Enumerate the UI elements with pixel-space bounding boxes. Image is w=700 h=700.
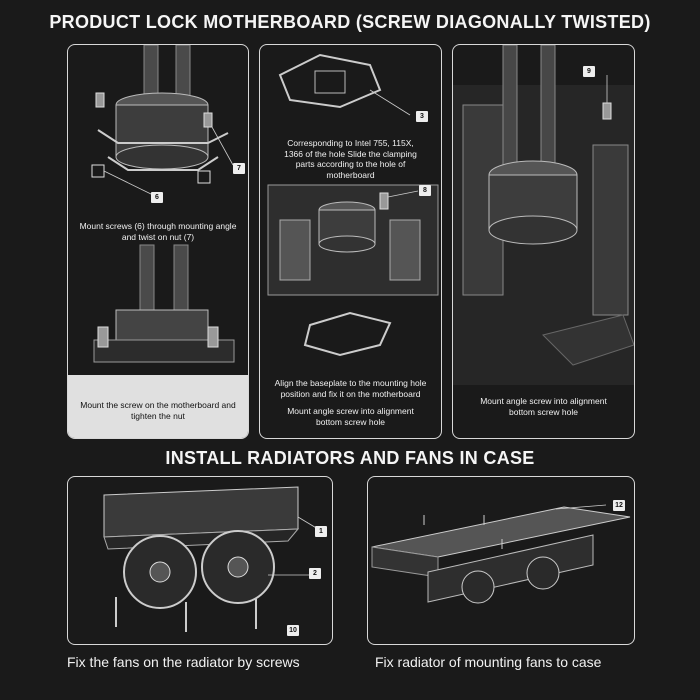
radiator-fans-illustration [103,486,319,632]
caption-tighten-nut: Mount the screw on the motherboard and t… [80,400,236,421]
callout-12: 12 [613,500,625,511]
callout-2: 2 [309,568,321,579]
callout-1: 1 [315,526,327,537]
baseplate-illustration [267,53,439,357]
installed-pump-illustration [453,45,634,385]
radiator-case-illustration [371,504,631,604]
caption-angle-screw: Mount angle screw into alignment bottom … [287,406,414,427]
caption-alignment-screw: Mount angle screw into alignment bottom … [480,396,607,417]
callout-9: 9 [583,66,595,77]
panel-fix-fans: 1 2 10 [67,476,333,645]
section-title-install-radiators: INSTALL RADIATORS AND FANS IN CASE [165,448,535,468]
section-title-lock-motherboard: PRODUCT LOCK MOTHERBOARD (SCREW DIAGONAL… [49,12,651,32]
callout-6: 6 [151,192,163,203]
callout-7: 7 [233,163,245,174]
callout-3: 3 [416,111,428,122]
panel-align-baseplate: 3 8 Corresponding to Intel 755, 115X, 13… [259,44,442,439]
caption-mount-screws: Mount screws (6) through mounting angle … [79,221,237,242]
panel-mount-angle-screw: 9 Mount angle screw into alignment botto… [452,44,635,439]
caption-slide-clamp: Corresponding to Intel 755, 115X, 1366 o… [284,138,417,180]
panel-mount-screws: 6 7 Mount screws (6) through mounting an… [67,44,249,439]
pump-bracket-illustration [68,45,248,438]
caption-align-baseplate: Align the baseplate to the mounting hole… [274,378,427,399]
caption-fix-fans: Fix the fans on the radiator by screws [67,654,300,670]
caption-fix-radiator: Fix radiator of mounting fans to case [375,654,602,670]
callout-8: 8 [419,185,431,196]
panel-fix-radiator-case: 12 [367,476,635,645]
callout-10: 10 [287,625,299,636]
